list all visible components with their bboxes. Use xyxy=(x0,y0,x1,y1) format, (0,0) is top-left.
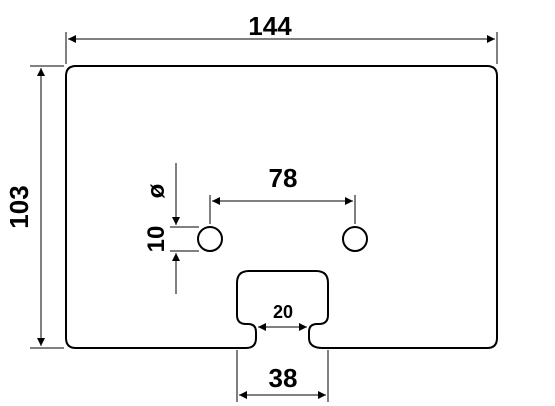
slot-neck-label: 20 xyxy=(273,302,293,322)
dimension-slot-neck: 20 xyxy=(258,302,307,331)
dimension-slot-outer: 38 xyxy=(236,350,329,402)
overall-width-label: 144 xyxy=(248,11,292,41)
hole-diameter-symbol: ø xyxy=(143,183,170,198)
dimension-hole-spacing: 78 xyxy=(209,163,356,224)
dimension-hole-diameter: 10 ø xyxy=(143,163,199,294)
hole-diameter-value: 10 xyxy=(143,226,170,253)
plate-outline xyxy=(65,65,498,349)
hole-spacing-label: 78 xyxy=(269,163,298,193)
right-hole xyxy=(342,226,368,252)
left-hole xyxy=(197,226,223,252)
dimension-overall-width: 144 xyxy=(65,11,498,64)
dimension-overall-height: 103 xyxy=(4,65,64,349)
slot-outer-label: 38 xyxy=(269,363,298,393)
overall-height-label: 103 xyxy=(4,185,34,228)
